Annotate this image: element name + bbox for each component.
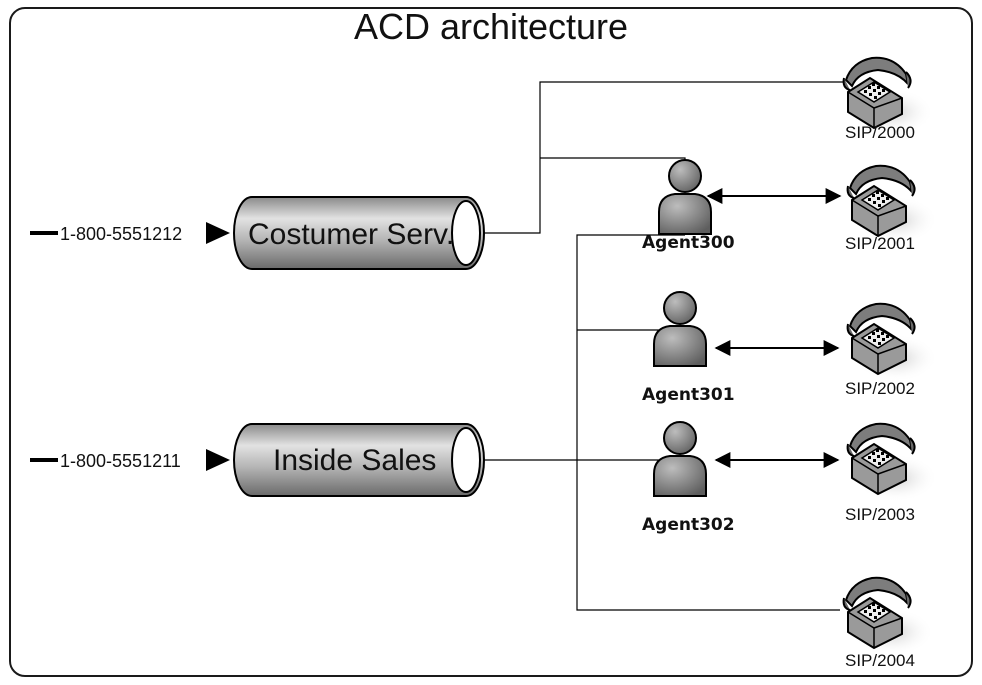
phone-sip2004: SIP/2004 [842, 576, 935, 670]
phone-label: SIP/2002 [845, 379, 915, 398]
trunk-1: 1-800-5551212 [30, 222, 230, 244]
agent-name: Agent300 [642, 233, 735, 253]
agent-301: Agent301 [642, 291, 735, 405]
phone-label: SIP/2001 [845, 234, 915, 253]
agent-name: Agent302 [642, 515, 735, 535]
line-agent-bus [576, 234, 840, 611]
agent-phone-links [706, 188, 842, 468]
diagram-frame [9, 7, 973, 677]
phone-sip2003: SIP/2003 [845, 422, 939, 524]
telephone-icon [846, 422, 939, 503]
queue-inside-sales: Inside Sales [233, 423, 485, 497]
phone-label: SIP/2003 [845, 505, 915, 524]
line-customer-serv-to-agent300 [540, 157, 686, 180]
agent-300: Agent300 [642, 159, 735, 253]
telephone-icon [846, 164, 939, 245]
phone-label: SIP/2000 [845, 123, 915, 142]
trunk-number: 1-800-5551212 [60, 224, 182, 244]
person-icon [658, 159, 712, 235]
person-icon [653, 291, 707, 367]
phone-sip2002: SIP/2002 [845, 302, 939, 398]
trunk-2: 1-800-5551211 [30, 449, 230, 471]
phone-label: SIP/2004 [845, 651, 915, 670]
queue-costumer-serv: Costumer Serv. [233, 196, 485, 270]
telephone-icon [846, 302, 939, 383]
phone-sip2000: SIP/2000 [842, 56, 935, 142]
trunk-arrow-1 [206, 222, 230, 244]
diagram-title: ACD architecture [353, 6, 629, 47]
queue-label: Costumer Serv. [248, 218, 454, 251]
agent-name: Agent301 [642, 385, 735, 405]
queue-label: Inside Sales [273, 444, 436, 477]
agent-302: Agent302 [642, 421, 735, 535]
person-icon [653, 421, 707, 497]
telephone-icon [842, 576, 935, 657]
trunk-arrow-2 [206, 449, 230, 471]
phone-sip2001: SIP/2001 [845, 164, 939, 253]
trunk-number: 1-800-5551211 [60, 451, 181, 471]
